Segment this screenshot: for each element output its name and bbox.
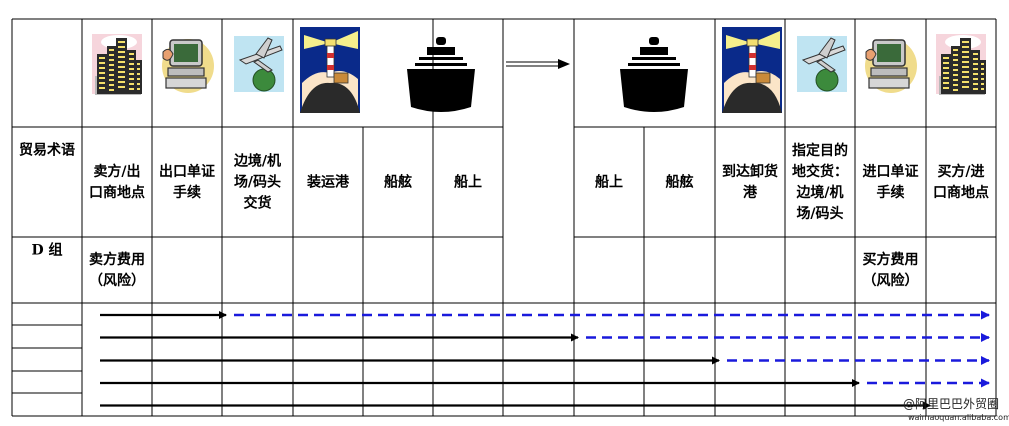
seller-cost-label: 卖方费用（风险） [89, 251, 145, 289]
column-header-12: 买方/进口商地点 [933, 163, 989, 201]
group-label: D 组 [31, 242, 62, 259]
term-label: 贸易术语 [19, 142, 75, 159]
computer-icon [865, 39, 917, 93]
column-header-7: 船上 [595, 174, 623, 191]
buildings-icon [936, 34, 986, 95]
lighthouse-icon [722, 27, 782, 113]
ship-icon [620, 37, 688, 112]
column-header-4: 装运港 [306, 174, 350, 191]
watermark-line2: waimaoquan.alibaba.com [908, 413, 1009, 422]
airplane-icon [234, 36, 284, 92]
icon-row [92, 27, 986, 113]
column-header-3: 边境/机场/码头交货 [233, 153, 281, 212]
column-header-5: 船舷 [384, 174, 412, 191]
buyer-cost-label: 买方费用（风险） [863, 251, 919, 289]
lighthouse-icon [300, 27, 360, 113]
column-header-10: 指定目的地交货：边境/机场/码头 [792, 142, 848, 222]
transit-arrow-icon [506, 59, 570, 69]
column-header-6: 船上 [454, 174, 482, 191]
column-header-8: 船舷 [666, 174, 694, 191]
airplane-icon [797, 36, 847, 92]
watermark-line1: @阿里巴巴外贸圈 [903, 397, 999, 411]
column-header-9: 到达卸货港 [722, 163, 778, 201]
buildings-icon [92, 34, 142, 95]
computer-icon [162, 39, 214, 93]
ship-icon [407, 37, 475, 112]
column-header-1: 卖方/出口商地点 [89, 163, 145, 201]
table-grid [11, 18, 997, 417]
column-header-11: 进口单证手续 [863, 163, 919, 201]
term-arrows [100, 310, 990, 410]
column-header-2: 出口单证手续 [159, 163, 215, 201]
